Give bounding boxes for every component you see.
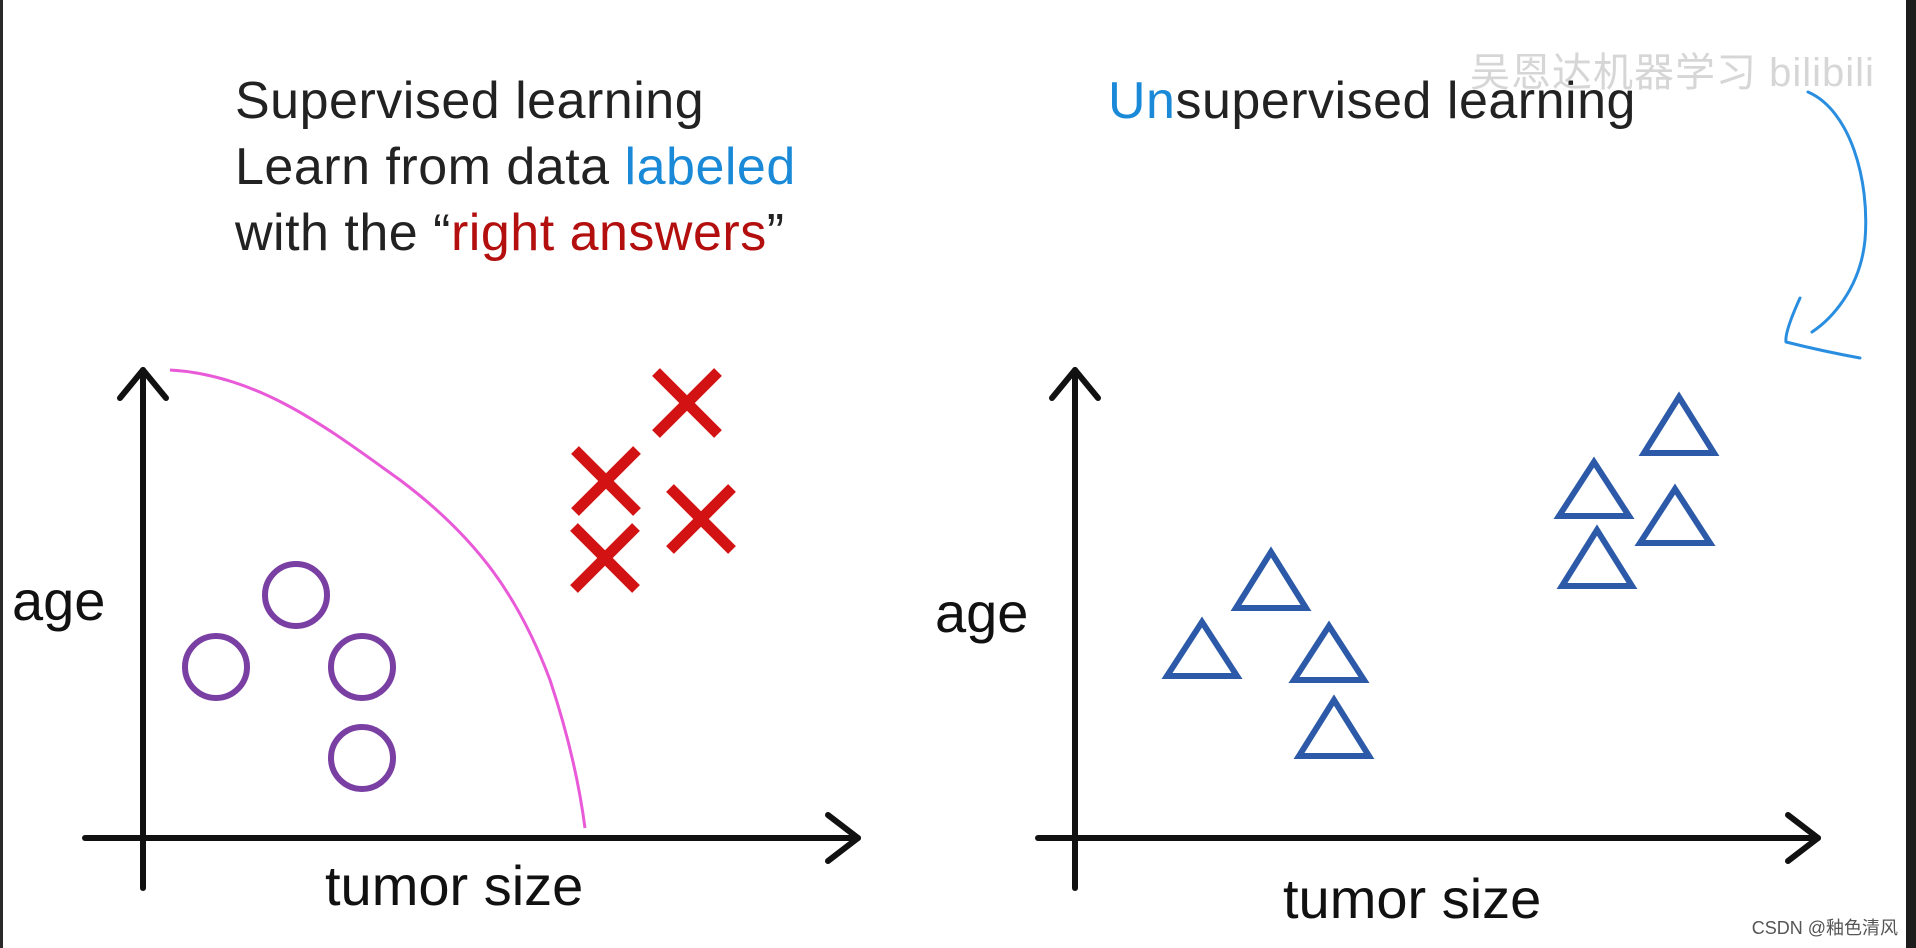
triangle-marker — [1288, 620, 1370, 683]
triangle-marker — [1634, 483, 1716, 546]
supervised-line3: with the “right answers” — [235, 200, 796, 266]
unsupervised-x-label: tumor size — [1283, 867, 1541, 930]
triangle-marker — [1293, 694, 1375, 759]
line2-prefix: Learn from data — [235, 138, 625, 196]
supervised-x-label: tumor size — [325, 854, 583, 917]
unsupervised-axes — [1035, 367, 1821, 891]
unsupervised-y-arrowhead — [1049, 367, 1101, 401]
frame-right-edge — [1906, 0, 1916, 948]
supervised-title: Supervised learning — [235, 72, 705, 130]
bilibili-watermark: 吴恩达机器学习 bilibili — [1470, 51, 1875, 95]
unsupervised-x-arrowhead — [1785, 812, 1821, 864]
labeled-highlight: labeled — [624, 138, 796, 196]
cross-marker — [571, 446, 641, 516]
unsupervised-y-label: age — [935, 581, 1028, 644]
line3-prefix: with the “ — [235, 204, 451, 262]
circle-marker — [328, 724, 396, 792]
supervised-axes — [82, 367, 861, 891]
annotation-arrow — [1784, 90, 1868, 360]
right-answers-highlight: right answers — [450, 204, 767, 262]
decision-boundary-curve — [169, 368, 587, 829]
triangle-marker — [1553, 456, 1635, 519]
triangle-marker — [1556, 524, 1638, 589]
supervised-y-label: age — [12, 569, 105, 632]
csdn-watermark: CSDN @釉色清风 — [1751, 918, 1898, 938]
circle-markers — [182, 561, 396, 792]
cross-marker — [570, 523, 640, 593]
frame-left-edge — [0, 0, 3, 948]
supervised-y-arrowhead — [117, 367, 169, 401]
unsupervised-heading: Unsupervised learning — [1108, 68, 1636, 134]
cross-marker — [652, 368, 722, 438]
triangle-marker — [1230, 546, 1312, 611]
circle-marker — [262, 561, 330, 629]
triangle-marker — [1638, 391, 1720, 456]
supervised-line2: Learn from data labeled — [235, 134, 796, 200]
supervised-heading: Supervised learning Learn from data labe… — [235, 68, 796, 266]
triangle-markers — [1161, 391, 1720, 759]
cross-marker — [666, 484, 736, 554]
line3-suffix: ” — [766, 204, 785, 262]
circle-marker — [182, 633, 250, 701]
unsupervised-rest: supervised learning — [1175, 72, 1636, 130]
cross-markers — [570, 368, 736, 593]
un-highlight: Un — [1108, 72, 1176, 130]
triangle-marker — [1161, 616, 1243, 679]
circle-marker — [328, 633, 396, 701]
supervised-x-arrowhead — [825, 812, 861, 864]
